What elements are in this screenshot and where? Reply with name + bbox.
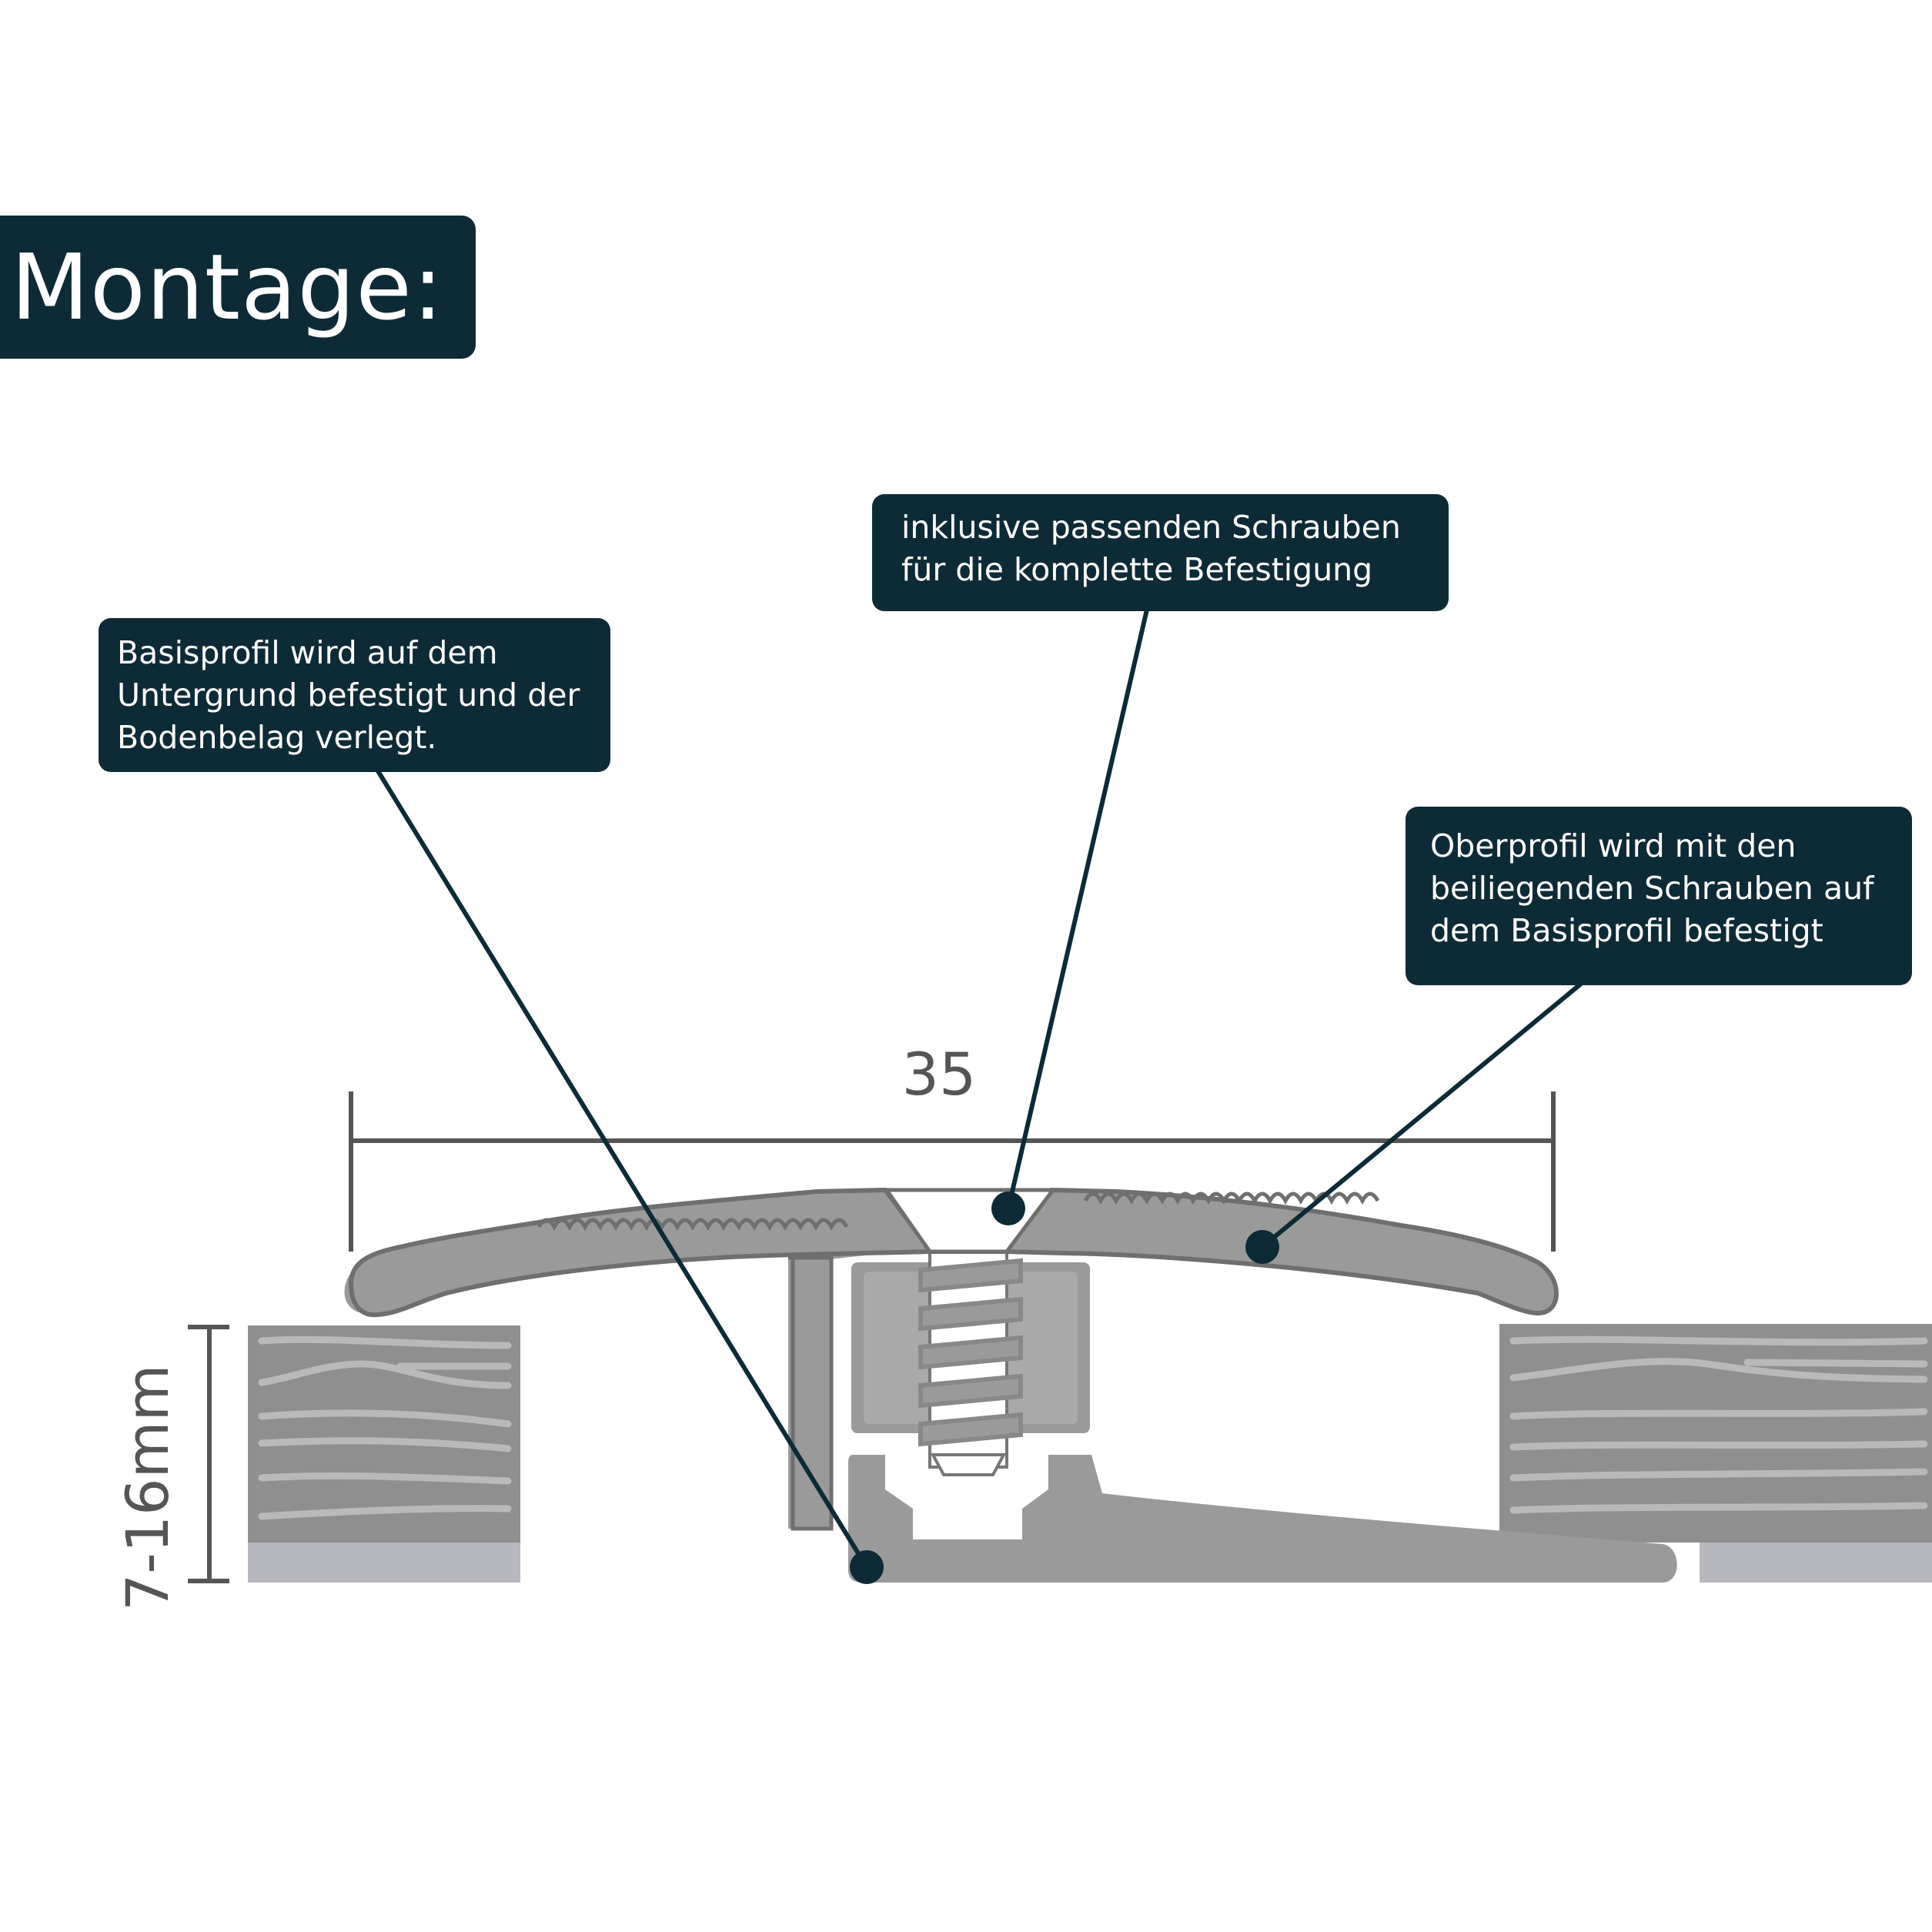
base-profile xyxy=(848,1262,1677,1583)
height-dimension-label: 7-16mm xyxy=(113,1364,182,1611)
page-title: Montage: xyxy=(11,234,444,340)
width-dimension-label: 35 xyxy=(901,1040,977,1108)
leader-line-base xyxy=(375,768,869,1569)
callout-base-line-3: Bodenbelag verlegt. xyxy=(117,719,437,756)
right-floor-board xyxy=(1499,1324,1932,1583)
leader-dot-top xyxy=(1245,1230,1279,1264)
callout-base-line-1: Basisprofil wird auf dem xyxy=(117,634,498,671)
leader-dot-screws xyxy=(991,1192,1025,1225)
leader-line-screws xyxy=(1006,609,1149,1209)
left-floor-board xyxy=(248,1325,520,1583)
callout-top-line-2: beiliegenden Schrauben auf xyxy=(1430,870,1874,907)
width-dimension-line xyxy=(349,1091,1556,1252)
leader-line-top xyxy=(1261,981,1583,1249)
callout-screws: inklusive passenden Schrauben für die ko… xyxy=(872,494,1449,611)
callout-screws-line-1: inklusive passenden Schrauben xyxy=(901,509,1401,546)
height-dimension-line xyxy=(188,1325,229,1583)
callout-top-line-1: Oberprofil wird mit den xyxy=(1430,827,1797,864)
callout-base-profile: Basisprofil wird auf dem Untergrund befe… xyxy=(99,618,610,772)
callout-screws-line-2: für die komplette Befestigung xyxy=(901,551,1373,588)
leader-lines xyxy=(375,609,1583,1569)
right-floor-underlay xyxy=(1700,1543,1932,1583)
title-badge: Montage: xyxy=(0,216,476,359)
callout-base-line-2: Untergrund befestigt und der xyxy=(117,677,580,714)
callout-top-line-3: dem Basisprofil befestigt xyxy=(1430,912,1823,949)
left-floor-underlay xyxy=(248,1543,520,1583)
leader-dot-base xyxy=(850,1550,884,1584)
callout-top-profile: Oberprofil wird mit den beiliegenden Sch… xyxy=(1406,807,1912,985)
